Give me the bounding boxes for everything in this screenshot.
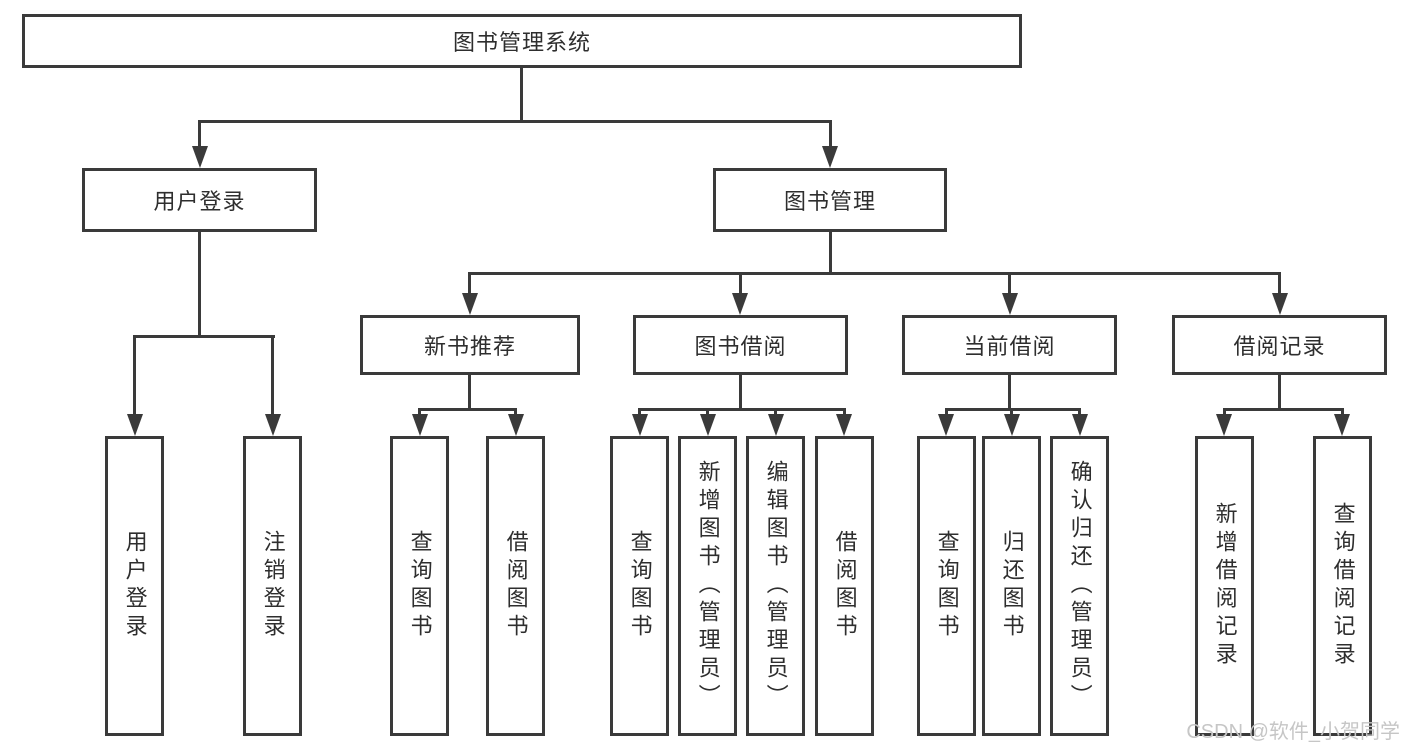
connector-drop-book-borrow (739, 272, 742, 294)
connector-drop-leaf-login (133, 335, 136, 415)
connector-book-borrow-rail (638, 408, 846, 411)
leaf-cb-confirm-return-admin: 确认归还（管理员） (1050, 436, 1109, 736)
leaf-nb-query-books-label: 查询图书 (407, 530, 433, 642)
leaf-br-query-record: 查询借阅记录 (1313, 436, 1372, 736)
node-borrowing-records: 借阅记录 (1172, 315, 1387, 375)
leaf-bb-borrow-books-label: 借阅图书 (832, 530, 858, 642)
connector-drop-bb-add (706, 408, 709, 416)
node-user-login: 用户登录 (82, 168, 317, 232)
connector-drop-new-books (468, 272, 471, 294)
connector-drop-bb-query (638, 408, 641, 416)
connector-borrow-records-stem (1278, 375, 1281, 408)
connector-drop-nb-query (418, 408, 421, 416)
connector-user-login-rail (133, 335, 275, 338)
leaf-cb-query-books: 查询图书 (917, 436, 976, 736)
leaf-bb-edit-books-admin: 编辑图书（管理员） (746, 436, 805, 736)
leaf-user-login-label: 用户登录 (122, 530, 148, 642)
connector-root-stem (520, 68, 523, 120)
leaf-bb-query-books-label: 查询图书 (627, 530, 653, 642)
connector-current-borrow-stem (1008, 375, 1011, 408)
leaf-br-add-record: 新增借阅记录 (1195, 436, 1254, 736)
connector-new-books-stem (468, 375, 471, 408)
connector-new-books-rail (418, 408, 517, 411)
arrowhead-borrow-records (1272, 293, 1288, 315)
connector-drop-bb-edit (774, 408, 777, 416)
connector-drop-cb-query (945, 408, 948, 416)
node-new-book-recommend: 新书推荐 (360, 315, 580, 375)
leaf-bb-borrow-books: 借阅图书 (815, 436, 874, 736)
connector-current-borrow-rail (945, 408, 1081, 411)
connector-drop-cb-confirm (1078, 408, 1081, 416)
arrowhead-nb-query (412, 414, 428, 436)
arrowhead-cb-confirm (1072, 414, 1088, 436)
connector-drop-br-query (1341, 408, 1344, 416)
arrowhead-cb-return (1004, 414, 1020, 436)
node-current-borrowing: 当前借阅 (902, 315, 1117, 375)
leaf-br-query-record-label: 查询借阅记录 (1330, 502, 1356, 670)
arrowhead-book-mgmt (822, 146, 838, 168)
arrowhead-bb-query (632, 414, 648, 436)
leaf-cb-query-books-label: 查询图书 (934, 530, 960, 642)
connector-drop-user-login (198, 120, 201, 150)
leaf-bb-query-books: 查询图书 (610, 436, 669, 736)
leaf-br-add-record-label: 新增借阅记录 (1212, 502, 1238, 670)
leaf-bb-edit-books-admin-label: 编辑图书（管理员） (763, 460, 789, 712)
node-new-book-recommend-label: 新书推荐 (423, 334, 516, 359)
leaf-logout-label: 注销登录 (260, 530, 286, 642)
leaf-nb-borrow-books-label: 借阅图书 (503, 530, 529, 642)
arrowhead-bb-borrow (836, 414, 852, 436)
leaf-bb-add-books-admin: 新增图书（管理员） (678, 436, 737, 736)
connector-drop-bb-borrow (843, 408, 846, 416)
arrowhead-leaf-logout (265, 414, 281, 436)
node-user-login-label: 用户登录 (153, 189, 246, 214)
node-root: 图书管理系统 (22, 14, 1022, 68)
connector-drop-book-mgmt (829, 120, 832, 150)
arrowhead-leaf-login (127, 414, 143, 436)
connector-level3-rail (468, 272, 1281, 275)
node-borrowing-records-label: 借阅记录 (1233, 334, 1326, 359)
arrowhead-user-login (192, 146, 208, 168)
connector-drop-nb-borrow (514, 408, 517, 416)
leaf-cb-confirm-return-admin-label: 确认归还（管理员） (1067, 460, 1093, 712)
connector-drop-br-add (1223, 408, 1226, 416)
leaf-nb-query-books: 查询图书 (390, 436, 449, 736)
leaf-bb-add-books-admin-label: 新增图书（管理员） (695, 460, 721, 712)
leaf-cb-return-books-label: 归还图书 (999, 530, 1025, 642)
connector-drop-borrow-records (1278, 272, 1281, 294)
connector-drop-leaf-logout (271, 335, 274, 415)
arrowhead-bb-add (700, 414, 716, 436)
connector-borrow-records-rail (1223, 408, 1344, 411)
connector-drop-current-borrow (1008, 272, 1011, 294)
connector-level2-rail (198, 120, 832, 123)
leaf-cb-return-books: 归还图书 (982, 436, 1041, 736)
node-book-management: 图书管理 (713, 168, 947, 232)
arrowhead-nb-borrow (508, 414, 524, 436)
connector-drop-cb-return (1010, 408, 1013, 416)
leaf-nb-borrow-books: 借阅图书 (486, 436, 545, 736)
arrowhead-current-borrow (1002, 293, 1018, 315)
arrowhead-br-query (1334, 414, 1350, 436)
arrowhead-cb-query (938, 414, 954, 436)
arrowhead-bb-edit (768, 414, 784, 436)
leaf-user-login: 用户登录 (105, 436, 164, 736)
connector-book-mgmt-stem (829, 232, 832, 272)
csdn-watermark: CSDN @软件_小贺同学 (1186, 721, 1400, 743)
leaf-logout: 注销登录 (243, 436, 302, 736)
node-book-borrowing: 图书借阅 (633, 315, 848, 375)
connector-book-borrow-stem (739, 375, 742, 408)
arrowhead-new-books (462, 293, 478, 315)
node-root-label: 图书管理系统 (452, 30, 591, 55)
arrowhead-book-borrow (732, 293, 748, 315)
node-book-borrowing-label: 图书借阅 (694, 334, 787, 359)
node-book-management-label: 图书管理 (783, 189, 876, 214)
connector-user-login-stem (198, 232, 201, 335)
arrowhead-br-add (1216, 414, 1232, 436)
node-current-borrowing-label: 当前借阅 (963, 334, 1056, 359)
